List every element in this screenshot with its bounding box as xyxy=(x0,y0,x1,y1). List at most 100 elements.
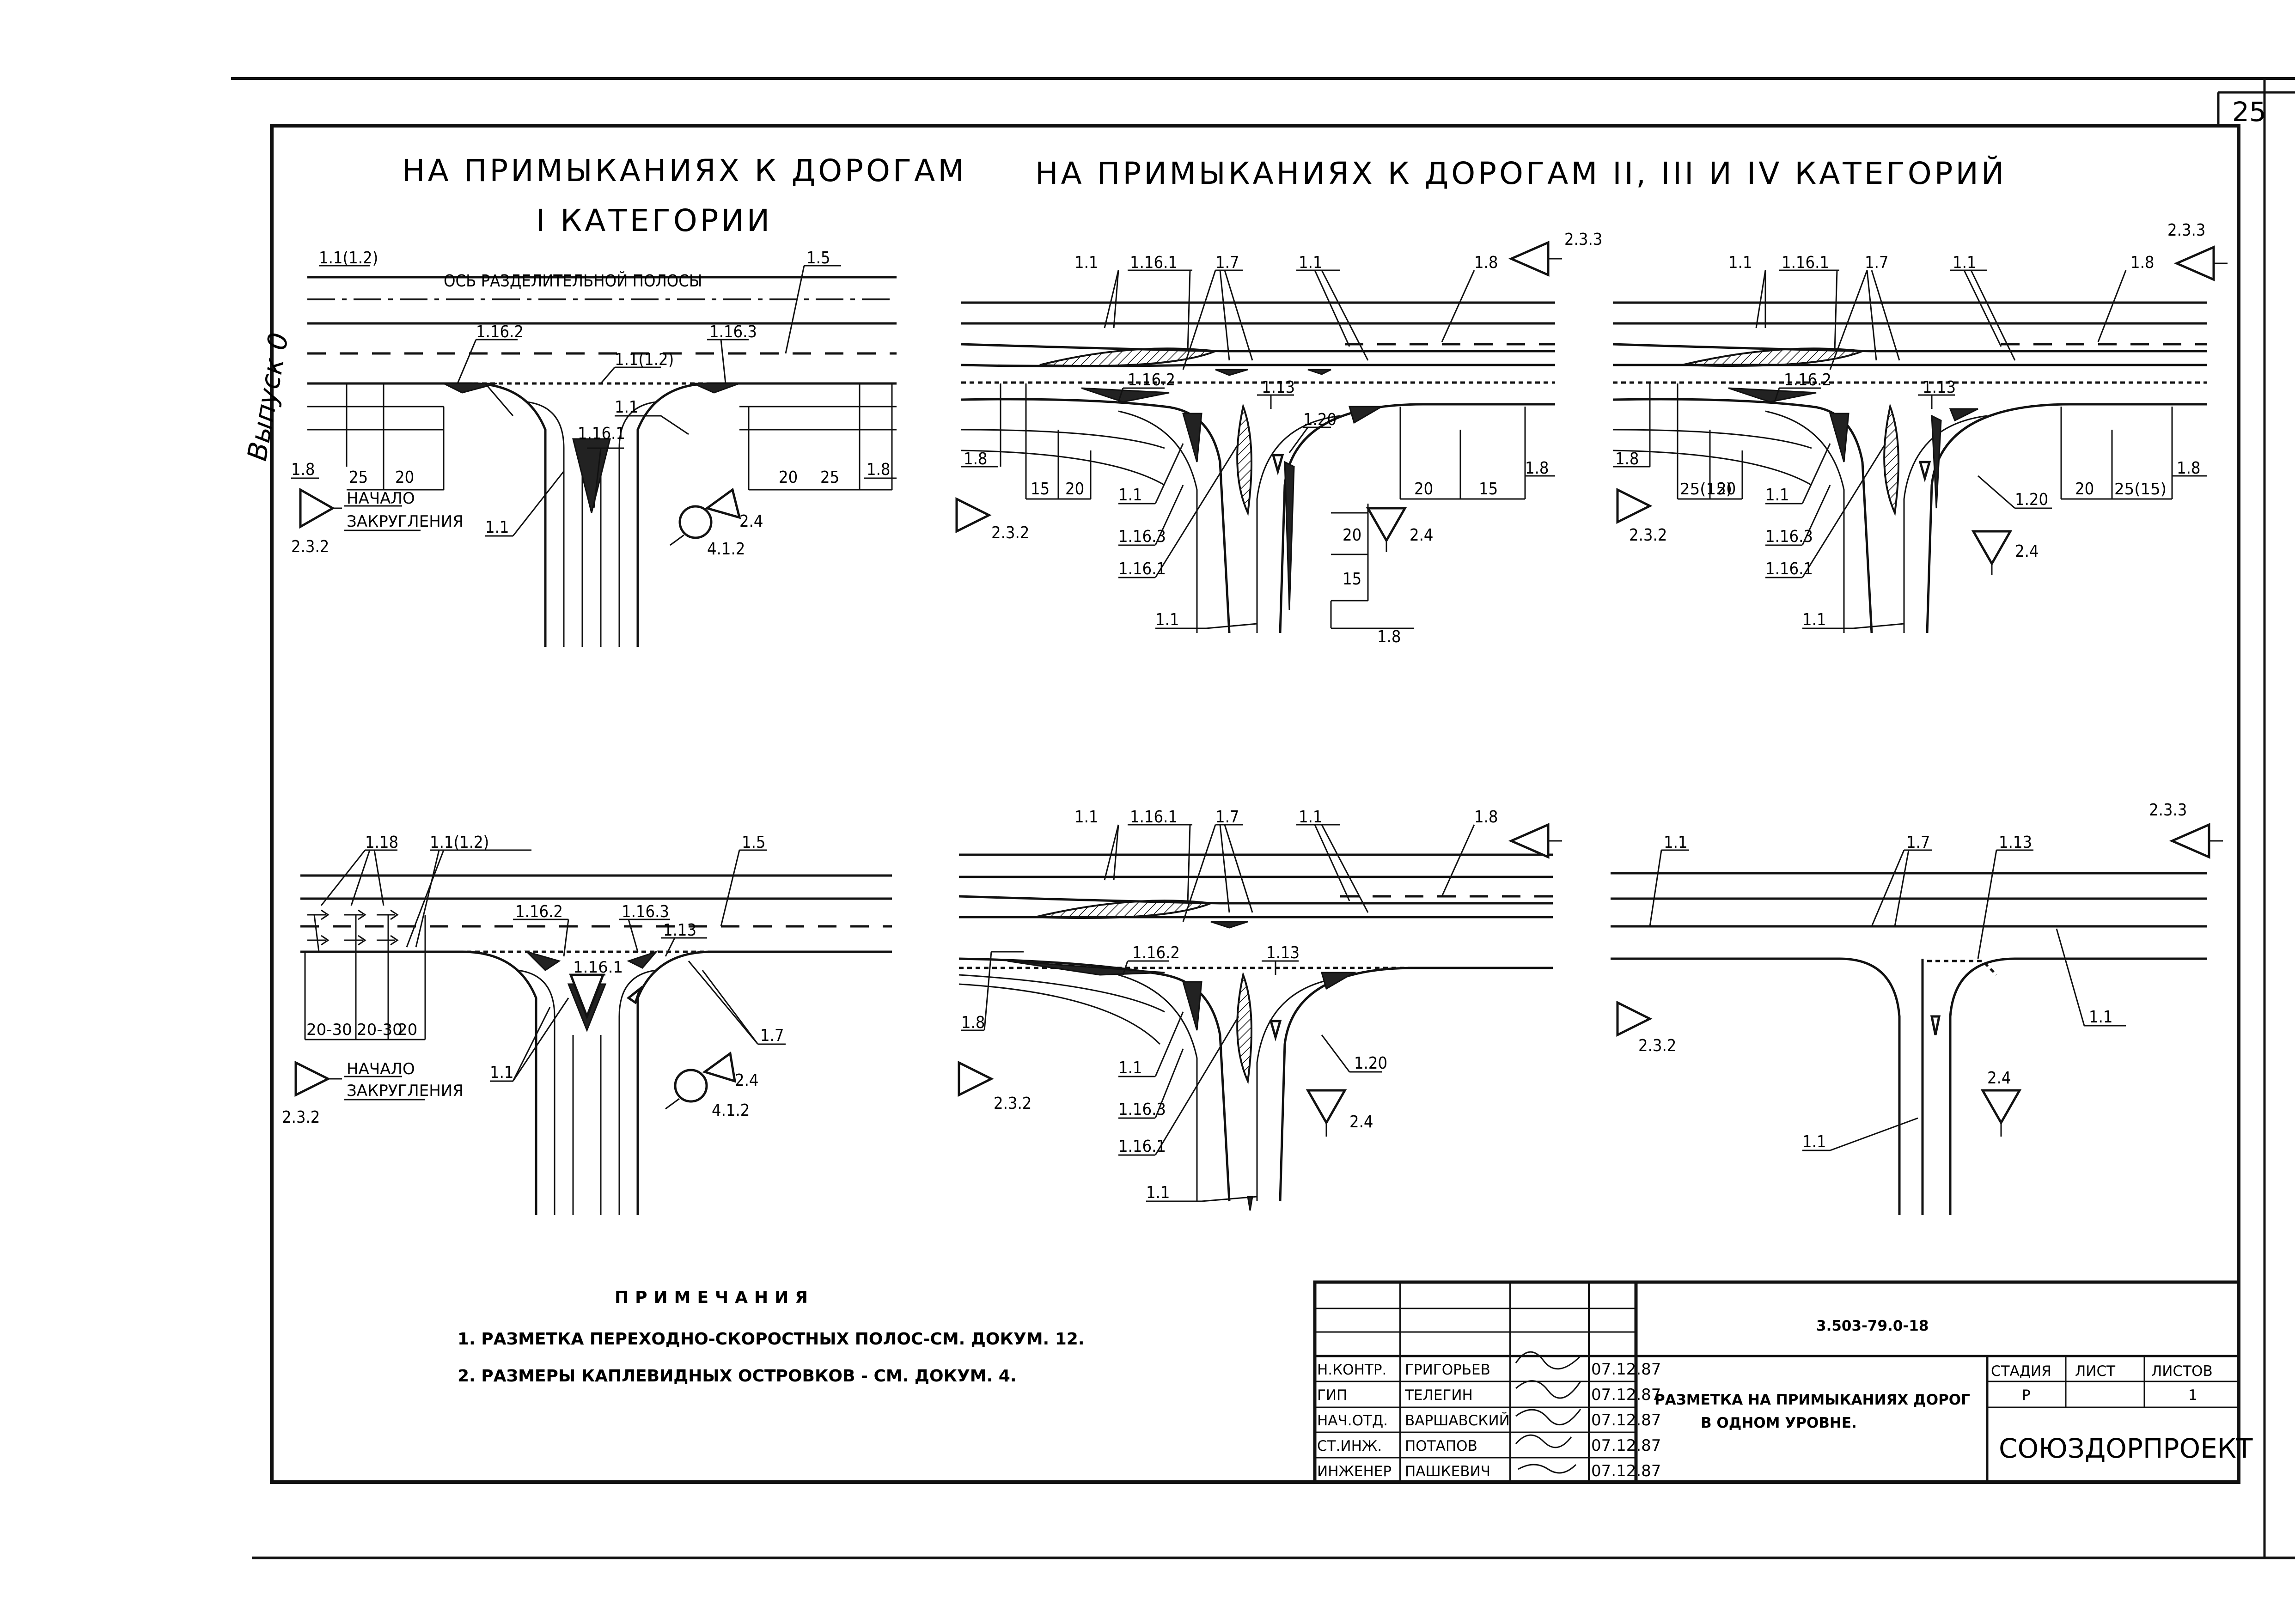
doc-code: 3.503-79.0-18 xyxy=(1816,1318,1929,1334)
d5-label-10: 1.16.3 xyxy=(1118,1100,1166,1119)
d3-label-2: 1.16.1 xyxy=(1782,253,1829,272)
d1-label-2: 1.5 xyxy=(806,249,830,268)
d4-label-5: 1.16.3 xyxy=(622,902,669,921)
d4-label-4: 1.16.2 xyxy=(515,902,563,921)
diagram-5 xyxy=(958,823,1562,1211)
sheet-header: ЛИСТ xyxy=(2075,1363,2116,1380)
row-2-role: ГИП xyxy=(1317,1387,1347,1404)
d1-label-1: 1.1(1.2) xyxy=(319,249,378,268)
diagram-1 xyxy=(291,265,897,647)
row-1-date: 07.12.87 xyxy=(1591,1360,1661,1379)
d5-label-9: 1.1 xyxy=(1118,1058,1142,1077)
d3-label-12: 1.1 xyxy=(1802,610,1826,629)
d4-dim-1: 20-30 xyxy=(306,1021,352,1039)
d5-label-13: 1.1 xyxy=(1146,1183,1170,1202)
sheets-header: ЛИСТОВ xyxy=(2151,1363,2213,1380)
row-5-role: ИНЖЕНЕР xyxy=(1317,1463,1392,1480)
diagram-6-labels: 1.1 1.7 1.13 1.1 1.1 2.3.3 2.3.2 2.4 xyxy=(1638,801,2187,1151)
d4-sign-3: 4.1.2 xyxy=(712,1101,750,1120)
diagram-5-labels: 1.1 1.16.1 1.7 1.1 1.8 1.16.2 1.13 1.8 1… xyxy=(961,808,1498,1202)
row-3-role: НАЧ.ОТД. xyxy=(1317,1412,1388,1429)
d5-label-1: 1.1 xyxy=(1074,808,1099,827)
d3-sign-2: 2.3.2 xyxy=(1629,526,1667,545)
d4-label-2: 1.1(1.2) xyxy=(430,833,489,852)
d3-label-7: 1.13 xyxy=(1923,378,1956,397)
note-2: 2. РАЗМЕРЫ КАПЛЕВИДНЫХ ОСТРОВКОВ - СМ. Д… xyxy=(458,1367,1017,1386)
d1-dim-1: 25 xyxy=(349,468,368,487)
d2-sign-2: 2.3.2 xyxy=(991,523,1029,542)
d6-sign-2: 2.3.2 xyxy=(1638,1036,1676,1055)
d1-dim-2: 20 xyxy=(395,468,414,487)
d3-dim-4: 25(15) xyxy=(2114,480,2167,499)
d5-label-12: 1.20 xyxy=(1354,1054,1387,1073)
sheet-number: 25 xyxy=(2232,96,2266,128)
d3-label-10: 1.16.3 xyxy=(1765,527,1813,546)
d3-label-8: 1.8 xyxy=(1615,450,1639,468)
d3-label-1: 1.1 xyxy=(1728,253,1752,272)
d1-label-5: 1.1(1.2) xyxy=(615,350,674,369)
d1-sign-1: 2.3.2 xyxy=(291,537,329,556)
d3-label-13: 1.20 xyxy=(2015,490,2048,509)
diagram-4-labels: 1.18 1.1(1.2) 1.5 1.16.2 1.16.3 1.13 1.1… xyxy=(282,833,784,1127)
d1-label-7: 1.16.1 xyxy=(578,424,625,443)
d1-label-6: 1.1 xyxy=(615,398,639,417)
d5-label-5: 1.8 xyxy=(1474,808,1498,827)
d2-label-14: 1.1 xyxy=(1155,610,1179,629)
d2-label-9: 1.8 xyxy=(964,450,988,468)
d6-label-5: 1.1 xyxy=(1802,1132,1826,1151)
d2-label-6: 1.16.2 xyxy=(1128,371,1175,389)
d3-label-14: 1.8 xyxy=(2177,459,2201,478)
d2-sign-1: 2.3.3 xyxy=(1564,230,1602,249)
d2-dim-1: 15 xyxy=(1031,480,1050,499)
d5-sign-2: 2.4 xyxy=(1349,1113,1373,1131)
d3-label-6: 1.16.2 xyxy=(1784,371,1831,389)
row-4-name: ПОТАПОВ xyxy=(1405,1438,1477,1454)
d2-label-3: 1.7 xyxy=(1215,253,1239,272)
notes-title: ПРИМЕЧАНИЯ xyxy=(615,1288,814,1307)
d5-label-3: 1.7 xyxy=(1215,808,1239,827)
row-1-role: Н.КОНТР. xyxy=(1317,1362,1386,1378)
d5-label-11: 1.16.1 xyxy=(1118,1137,1166,1156)
d4-label-8: 1.1 xyxy=(490,1063,514,1082)
heading-right: НА ПРИМЫКАНИЯХ К ДОРОГАМ II, III И IV КА… xyxy=(1035,155,2007,191)
d5-label-7: 1.13 xyxy=(1266,943,1300,962)
diagram-3 xyxy=(1612,245,2228,633)
row-1-name: ГРИГОРЬЕВ xyxy=(1405,1362,1490,1378)
d1-axis-label: ОСЬ РАЗДЕЛИТЕЛЬНОЙ ПОЛОСЫ xyxy=(444,271,702,291)
row-4-date: 07.12.87 xyxy=(1591,1436,1661,1455)
d6-label-4: 1.1 xyxy=(2089,1008,2113,1027)
sheets-value: 1 xyxy=(2188,1387,2197,1404)
d5-sign-1: 2.3.2 xyxy=(994,1094,1032,1113)
d6-label-1: 1.1 xyxy=(1664,833,1688,852)
d2-dim-3: 20 xyxy=(1414,480,1433,499)
heading-left-line2: I КАТЕГОРИИ xyxy=(536,203,772,238)
d2-dim-4: 15 xyxy=(1479,480,1498,499)
diagram-3-labels: 1.1 1.16.1 1.7 1.1 1.8 1.16.2 1.13 1.8 1… xyxy=(1615,221,2205,629)
d4-start-text-2: ЗАКРУГЛЕНИЯ xyxy=(347,1082,464,1100)
d5-label-4: 1.1 xyxy=(1299,808,1323,827)
diagram-6 xyxy=(1611,823,2223,1215)
d4-label-6: 1.13 xyxy=(663,921,696,940)
d3-label-5: 1.8 xyxy=(2130,253,2155,272)
d3-label-9: 1.1 xyxy=(1765,486,1789,505)
d2-label-5: 1.8 xyxy=(1474,253,1498,272)
d6-label-3: 1.13 xyxy=(1999,833,2032,852)
d3-dim-3: 20 xyxy=(2075,480,2094,499)
d2-label-2: 1.16.1 xyxy=(1130,253,1178,272)
d5-label-8: 1.8 xyxy=(961,1013,985,1032)
d2-dim-2: 20 xyxy=(1065,480,1084,499)
d3-label-4: 1.1 xyxy=(1953,253,1977,272)
diagram-2 xyxy=(955,241,1562,633)
stage-value: Р xyxy=(2022,1387,2031,1404)
d6-sign-1: 2.3.3 xyxy=(2149,801,2187,820)
d1-label-10: 1.1 xyxy=(485,518,509,537)
d2-label-4: 1.1 xyxy=(1299,253,1323,272)
d4-label-7: 1.16.1 xyxy=(573,958,623,977)
d5-label-2: 1.16.1 xyxy=(1130,808,1178,827)
row-4-role: СТ.ИНЖ. xyxy=(1317,1438,1382,1454)
d2-sign-3: 2.4 xyxy=(1410,526,1434,545)
d1-sign-2: 2.4 xyxy=(739,512,763,531)
d2-label-15: 1.8 xyxy=(1377,627,1401,646)
d4-start-text-1: НАЧАЛО xyxy=(347,1060,415,1078)
